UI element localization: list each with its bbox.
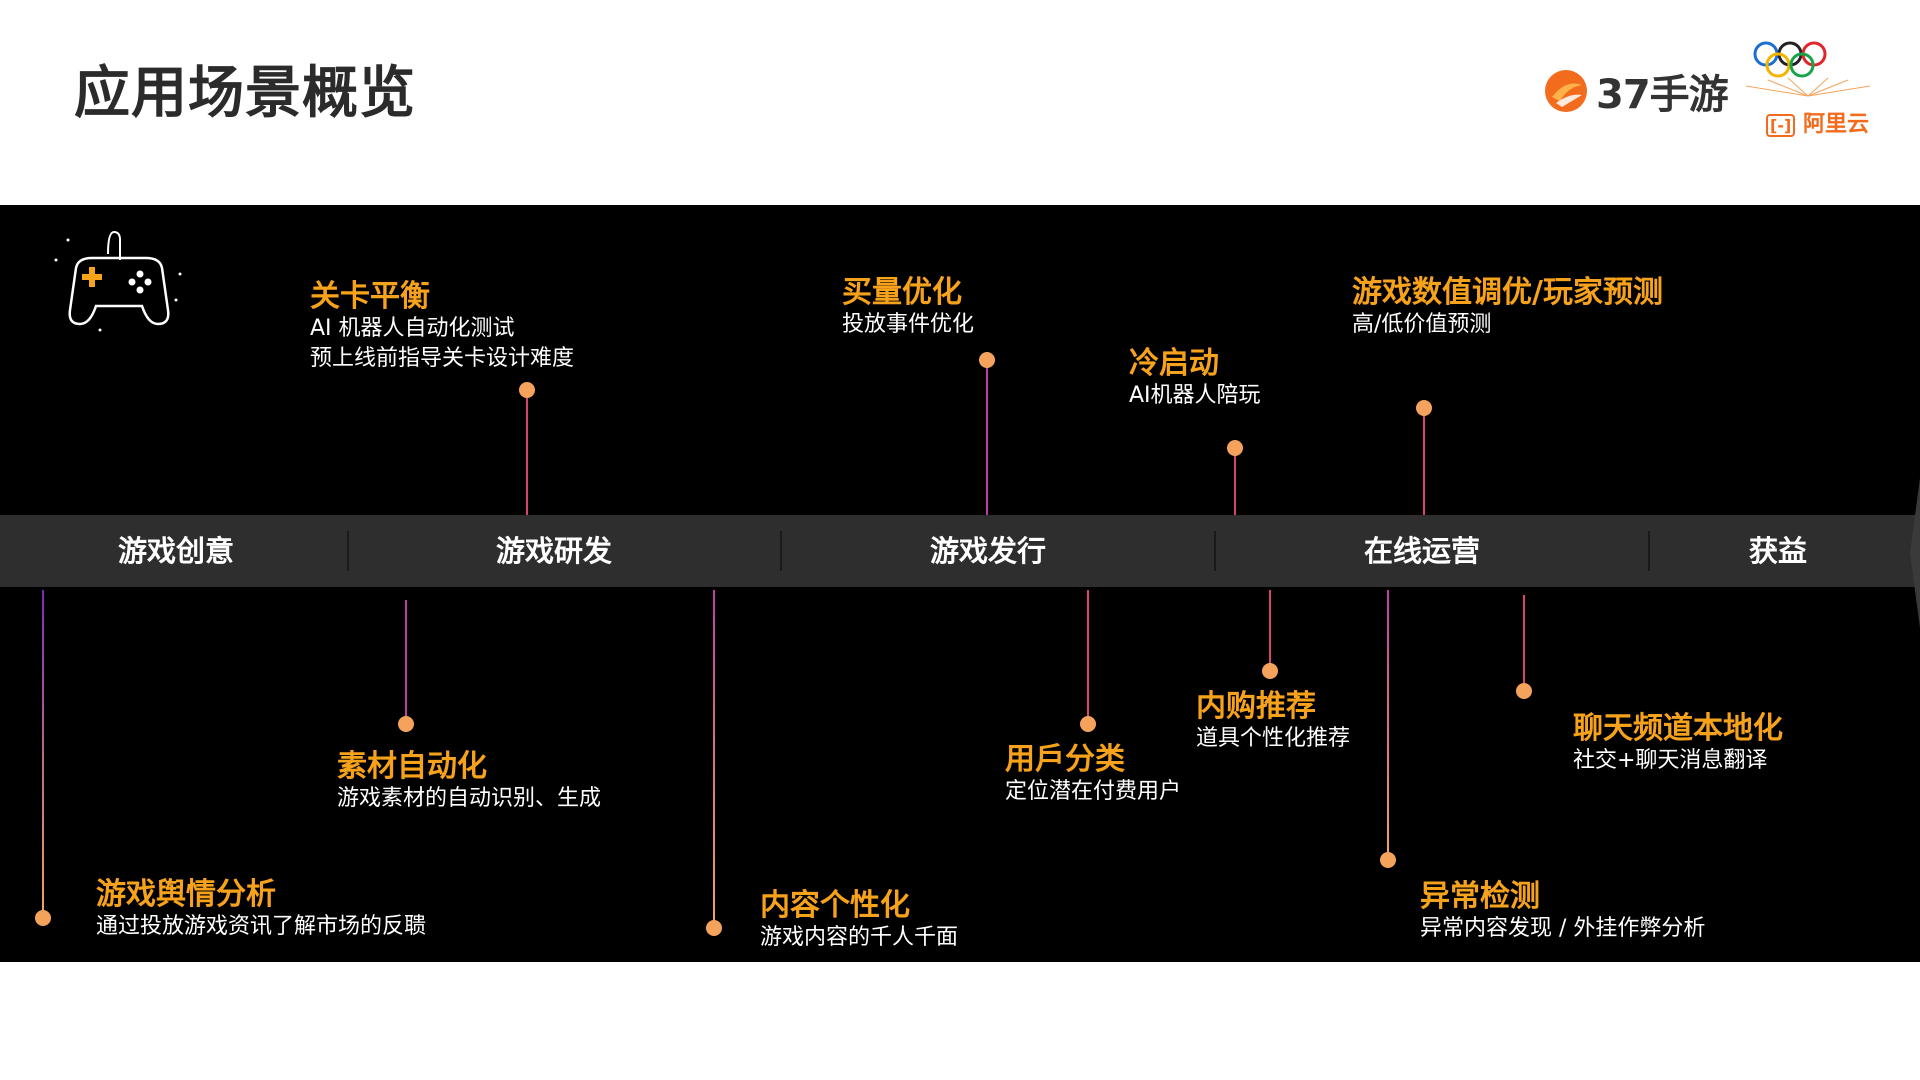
item-title: 游戏数值调优/玩家预测 <box>1352 275 1663 310</box>
item-desc: 道具个性化推荐 <box>1196 726 1351 751</box>
stage-operations: 在线运营 <box>1363 534 1480 568</box>
marker-dot <box>398 716 414 732</box>
connector-line <box>1387 590 1389 858</box>
item-title: 异常检测 <box>1420 879 1540 914</box>
item-title: 游戏舆情分析 <box>96 877 276 912</box>
connector-line <box>1423 408 1425 515</box>
item-anomaly-detection: 异常检测 异常内容发现 / 外挂作弊分析 <box>1420 880 1705 944</box>
connector-line <box>1087 590 1089 720</box>
item-asset-automation: 素材自动化 游戏素材的自动识别、生成 <box>337 750 601 814</box>
item-user-segmentation: 用戶分类 定位潜在付费用户 <box>1005 743 1181 807</box>
marker-dot <box>706 920 722 936</box>
connector-line <box>1523 595 1525 688</box>
item-desc: 预上线前指导关卡设计难度 <box>310 346 575 371</box>
marker-dot <box>1516 683 1532 699</box>
marker-dot <box>519 382 535 398</box>
brand-logo: 37手游 <box>1542 62 1729 120</box>
item-level-balance: 关卡平衡 AI 机器人自动化测试 预上线前指导关卡设计难度 <box>310 280 574 374</box>
band-divider <box>1214 531 1216 571</box>
gamepad-icon <box>54 230 182 332</box>
band-divider <box>780 531 782 571</box>
connector-line <box>1234 450 1236 515</box>
item-desc: 通过投放游戏资讯了解市场的反聩 <box>96 914 427 939</box>
stage-publishing: 游戏发行 <box>929 534 1046 568</box>
item-title: 内购推荐 <box>1196 689 1316 724</box>
item-desc: AI 机器人自动化测试 <box>310 316 515 341</box>
item-desc: 游戏内容的千人千面 <box>760 925 959 950</box>
connector-line <box>526 390 528 515</box>
marker-dot <box>1080 716 1096 732</box>
marker-dot <box>1416 400 1432 416</box>
band-divider <box>347 531 349 571</box>
marker-dot <box>1380 852 1396 868</box>
stage-ideation: 游戏创意 <box>117 534 234 568</box>
item-sentiment: 游戏舆情分析 通过投放游戏资讯了解市场的反聩 <box>96 878 426 942</box>
marker-dot <box>1262 663 1278 679</box>
page-title: 应用场景概览 <box>74 61 416 126</box>
item-cold-start: 冷启动 AI机器人陪玩 <box>1129 347 1261 411</box>
item-title: 用戶分类 <box>1005 742 1125 777</box>
item-chat-localization: 聊天频道本地化 社交+聊天消息翻译 <box>1573 712 1783 776</box>
brand-name: 37手游 <box>1596 72 1729 118</box>
37-logo-icon <box>1545 70 1587 112</box>
timeline-band: 游戏创意 游戏研发 游戏发行 在线运营 获益 <box>0 515 1920 587</box>
marker-dot <box>1227 440 1243 456</box>
stage-revenue: 获益 <box>1748 534 1807 568</box>
partner-logo: [-] 阿里云 <box>1738 34 1878 144</box>
connector-line <box>405 600 407 720</box>
item-title: 冷启动 <box>1129 346 1219 381</box>
item-desc: 游戏素材的自动识别、生成 <box>337 786 602 811</box>
item-desc: 定位潜在付费用户 <box>1005 779 1182 804</box>
connector-line <box>986 360 988 515</box>
item-iap-recommendation: 内购推荐 道具个性化推荐 <box>1196 690 1350 754</box>
item-desc: AI机器人陪玩 <box>1129 383 1261 408</box>
connector-line <box>1269 590 1271 668</box>
connector-line <box>713 590 715 925</box>
item-ua-optimization: 买量优化 投放事件优化 <box>842 276 974 340</box>
item-title: 聊天频道本地化 <box>1573 711 1783 746</box>
item-value-tuning: 游戏数值调优/玩家预测 高/低价值预测 <box>1352 276 1663 340</box>
item-desc: 异常内容发现 / 外挂作弊分析 <box>1420 916 1706 941</box>
band-divider <box>1648 531 1650 571</box>
timeline-arrow-icon <box>1910 478 1920 628</box>
item-desc: 投放事件优化 <box>842 312 975 337</box>
item-title: 内容个性化 <box>760 888 910 923</box>
item-title: 关卡平衡 <box>310 279 430 314</box>
partner-name: [-] 阿里云 <box>1766 106 1869 138</box>
marker-dot <box>35 910 51 926</box>
item-title: 素材自动化 <box>337 749 487 784</box>
marker-dot <box>979 352 995 368</box>
item-title: 买量优化 <box>842 275 962 310</box>
item-content-personalization: 内容个性化 游戏内容的千人千面 <box>760 889 958 953</box>
item-desc: 社交+聊天消息翻译 <box>1573 748 1768 773</box>
olympic-rings-icon <box>1745 41 1871 97</box>
stage-development: 游戏研发 <box>495 534 612 568</box>
connector-line <box>42 590 44 915</box>
item-desc: 高/低价值预测 <box>1352 312 1492 337</box>
